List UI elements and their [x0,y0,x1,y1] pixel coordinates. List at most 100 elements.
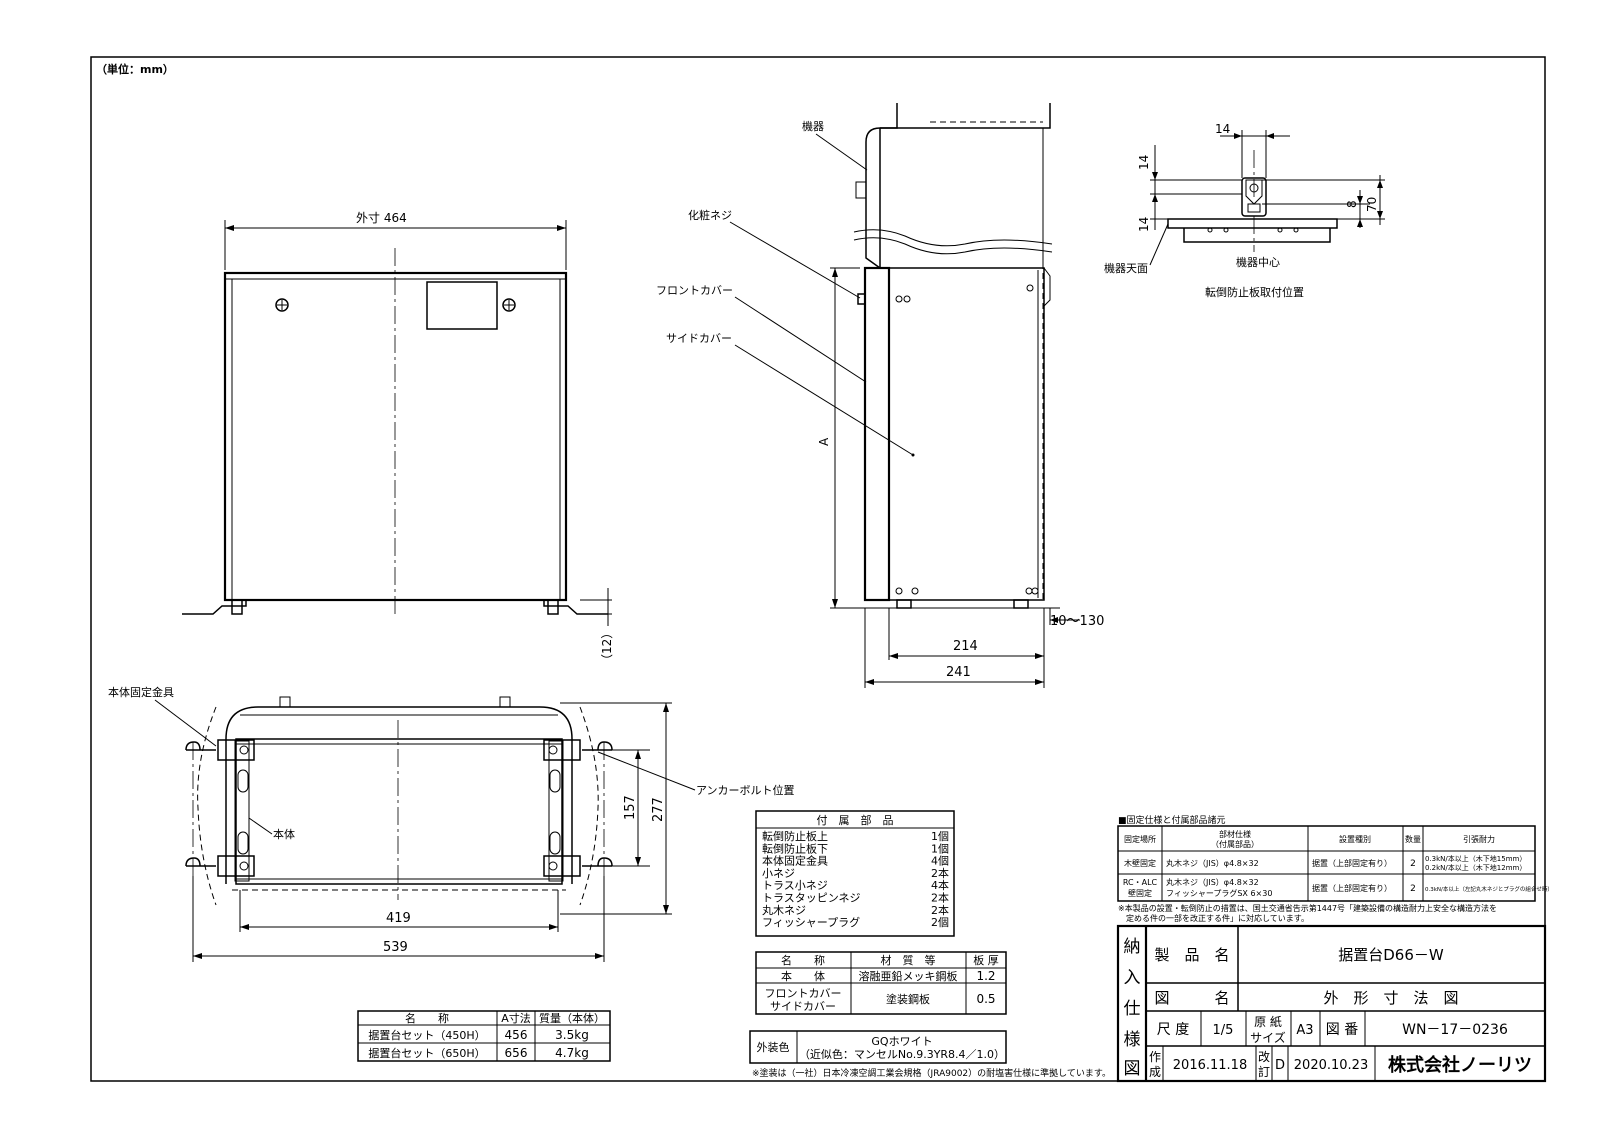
title-paper-label1: 原 紙 [1254,1014,1282,1029]
fix-r2-type: 据置（上部固定有り） [1312,883,1392,893]
front-view: 外寸 464 （12） [182,211,614,666]
title-paper-label2: サイズ [1250,1030,1286,1045]
plan-dim-277: 277 [651,797,666,822]
fix-h-type: 設置種別 [1339,834,1371,844]
front-foot-label: （12） [600,627,614,666]
plan-label-hontai-kotei: 本体固定金具 [108,685,174,699]
mat-r1-name: 本 体 [781,969,825,983]
fix-r1-qty: 2 [1410,859,1416,869]
accessory-qty: 4本 [931,878,949,892]
side-a-label: A [817,437,831,446]
unit-note: （単位：mm） [96,62,174,76]
plan-view: 157 277 419 539 本体固定金具 本体 アンカーボルト位置 [108,685,795,962]
title-number: WN－17－0236 [1402,1022,1508,1038]
fix-r2-spec2: フィッシャープラグSX 6×30 [1166,888,1272,898]
title-company-logo: 株式会社ノーリツ [1388,1054,1532,1076]
accessories-header: 付 属 部 品 [817,813,894,827]
detail-label-kiki-chushin: 機器中心 [1236,255,1280,269]
fix-r1-type: 据置（上部固定有り） [1312,858,1392,868]
set-r1-name: 据置台セット（450H） [368,1028,485,1042]
accessory-qty: 2個 [931,916,949,929]
accessory-name: 小ネジ [762,867,795,880]
label-kesho-neji: 化粧ネジ [688,208,732,222]
set-h-a: A寸法 [501,1011,531,1025]
plan-label-anchor: アンカーボルト位置 [696,783,795,797]
title-revised: 2020.10.23 [1294,1058,1368,1073]
finish-note: ※塗装は（一社）日本冷凍空調工業会規格（JRA9002）の耐塩害仕様に準拠してい… [752,1067,1111,1079]
label-front-cover: フロントカバー [656,284,733,297]
title-revised-label2: 訂 [1258,1064,1270,1079]
plan-dim-157: 157 [623,795,638,820]
side-front-cover [863,266,891,602]
detail-dim-8: 8 [1345,200,1359,208]
title-revised-label1: 改 [1258,1050,1270,1064]
set-h-mass: 質量（本体） [539,1011,605,1025]
side-body [888,267,1045,601]
side-dim-10-130: 10～130 [1050,614,1104,629]
title-paper: A3 [1296,1023,1313,1038]
set-r2-mass: 4.7kg [555,1046,589,1060]
mat-r2-thickness: 0.5 [976,992,995,1006]
title-created-label2: 成 [1149,1065,1161,1079]
title-created: 2016.11.18 [1173,1058,1247,1073]
title-drawing-name: 外 形 寸 法 図 [1323,989,1458,1007]
set-r1-a: 456 [505,1028,528,1042]
accessory-name: 転倒防止板上 [762,829,828,843]
detail-dim-14-b: 14 [1137,217,1151,232]
title-scale-label: 尺 度 [1157,1022,1189,1038]
fix-r2-place1: RC・ALC [1123,878,1158,887]
fixing-title: ■固定仕様と付属部品諸元 [1118,814,1226,826]
fix-h-qty: 数量 [1405,834,1421,844]
fix-r1-force1: 0.3kN/本以上（木下地15mm） [1425,854,1526,863]
title-number-label: 図 番 [1326,1022,1358,1038]
title-product-name: 据置台D66－W [1338,946,1444,964]
detail-caption: 転倒防止板取付位置 [1205,285,1304,299]
detail-dim-14-a: 14 [1137,155,1151,170]
plan-dim-419: 419 [386,911,411,926]
mat-r1-material: 溶融亜鉛メッキ鋼板 [859,969,958,983]
fixing-note1: ※本製品の設置・転倒防止の措置は、国土交通省告示第1447号「建築設備の構造耐力… [1118,903,1497,913]
label-kiki: 機器 [802,119,824,133]
title-created-label1: 作 [1149,1050,1161,1064]
title-v-2: 入 [1124,968,1141,988]
set-r1-mass: 3.5kg [555,1028,589,1042]
title-v-1: 納 [1124,937,1141,957]
accessory-name: 転倒防止板下 [762,841,828,855]
detail-dim-14-top: 14 [1215,122,1230,136]
title-block: 納 入 仕 様 図 製 品 名 据置台D66－W 図 名 外 形 寸 法 図 尺… [1116,924,1547,1083]
materials-table: 名 称 材 質 等 板 厚 本 体 溶融亜鉛メッキ鋼板 1.2 フロントカバー … [755,951,1007,1015]
title-v-5: 図 [1124,1059,1141,1079]
fix-r2-spec1: 丸木ネジ（JIS）φ4.8×32 [1166,877,1259,887]
front-screw-right [502,298,516,312]
accessory-name: フィッシャープラグ [762,915,860,929]
front-window [426,281,498,330]
detail-label-kiki-tenmen: 機器天面 [1104,261,1148,275]
mat-r2-name1: フロントカバー [765,987,842,1000]
accessory-name: 本体固定金具 [762,854,828,868]
front-width-label: 外寸 464 [356,211,407,225]
mat-r2-material: 塗装鋼板 [886,992,930,1006]
side-view: A 10～130 214 241 機器 化粧ネジ フロントカバー サイドカバー [656,103,1104,688]
title-v-4: 様 [1124,1030,1141,1050]
fix-r1-spec: 丸木ネジ（JIS）φ4.8×32 [1166,858,1259,868]
fix-h-force: 引張耐力 [1463,834,1495,844]
title-v-3: 仕 [1124,999,1141,1019]
mat-h-name: 名 称 [781,953,825,967]
set-r2-name: 据置台セット（650H） [368,1046,485,1060]
title-scale: 1/5 [1213,1023,1234,1038]
title-product-label: 製 品 名 [1154,946,1229,964]
fix-r1-force2: 0.2kN/本以上（木下地12mm） [1425,863,1526,872]
mat-r1-thickness: 1.2 [976,969,995,983]
accessory-qty: 1個 [931,842,949,855]
finish-line1: GQホワイト [871,1035,932,1048]
mat-r2-name2: サイドカバー [770,1000,836,1013]
fixing-table: ■固定仕様と付属部品諸元 固定場所 部材仕様 （付属部品） 設置種別 数量 引張… [1117,814,1553,923]
set-h-name: 名 称 [405,1011,449,1025]
sheet-border [90,56,1546,1082]
fix-r2-place2: 壁固定 [1128,888,1152,898]
set-table: 名 称 A寸法 質量（本体） 据置台セット（450H） 456 3.5kg 据置… [357,1010,611,1062]
plan-label-hontai: 本体 [273,827,295,841]
fix-h-place: 固定場所 [1124,834,1156,844]
